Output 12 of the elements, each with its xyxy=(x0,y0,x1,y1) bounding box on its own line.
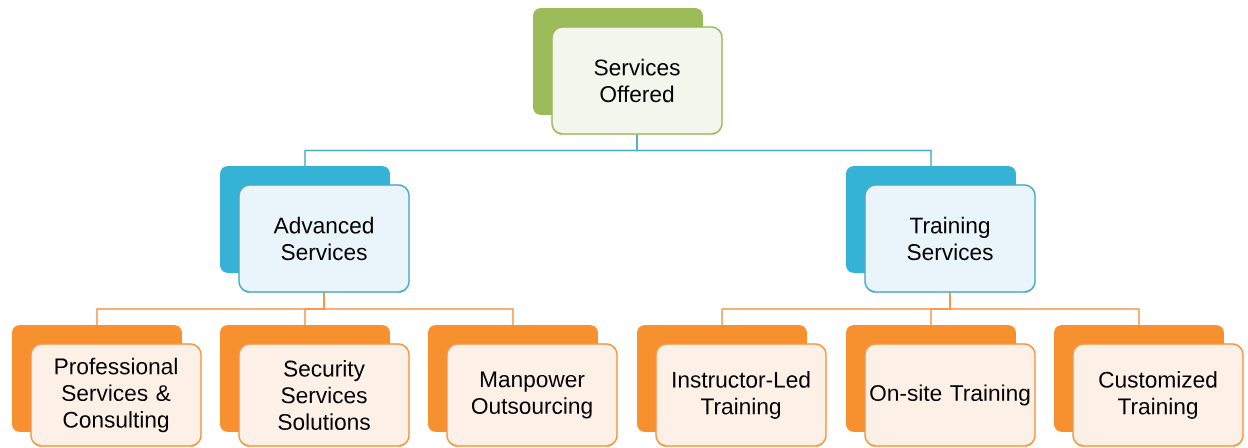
process-box: Advanced Services xyxy=(220,166,410,293)
process-box: On-site Training xyxy=(846,325,1036,447)
connector xyxy=(949,291,1140,326)
process-box: Instructor-Led Training xyxy=(637,325,827,447)
process-box: Security Services Solutions xyxy=(220,325,410,447)
connector xyxy=(636,133,932,167)
process-box: Manpower Outsourcing xyxy=(428,325,618,447)
process-box: Training Services xyxy=(846,166,1036,293)
process-box: Services Offered xyxy=(533,8,723,135)
process-box: Customized Training xyxy=(1054,325,1244,447)
process-box: Professional Services & Consulting xyxy=(12,325,202,447)
connector xyxy=(323,291,514,326)
